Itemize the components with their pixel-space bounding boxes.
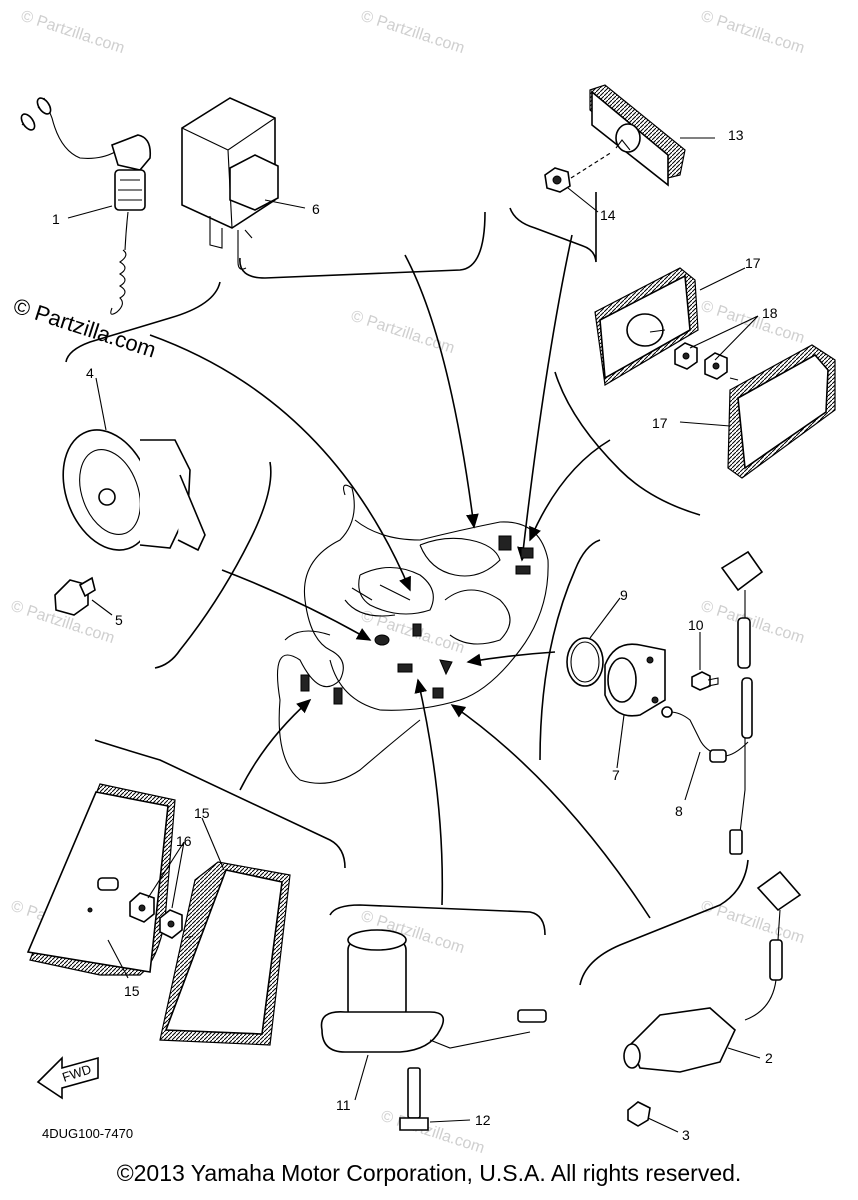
watermark: © Partzilla.com xyxy=(19,8,127,57)
callout-7: 7 xyxy=(612,767,620,783)
reflector-mount-mark xyxy=(300,674,310,692)
pointer-arrows xyxy=(149,234,651,919)
callout-1: 1 xyxy=(52,211,60,227)
horn-mount-mark xyxy=(374,634,390,646)
connector-mark xyxy=(498,535,512,551)
callout-2: 2 xyxy=(765,1050,773,1066)
part-18-nuts[interactable] xyxy=(674,342,728,380)
callout-9: 9 xyxy=(620,587,628,603)
callout-5: 5 xyxy=(115,612,123,628)
part-5-bolt[interactable] xyxy=(54,576,96,616)
group-brackets xyxy=(65,192,749,986)
part-15-reflector-right[interactable] xyxy=(159,861,291,1046)
callout-3: 3 xyxy=(682,1127,690,1143)
part-2-switch[interactable] xyxy=(623,870,802,1073)
part-11-fuel-sender[interactable] xyxy=(320,929,547,1053)
watermark: © Partzilla.com xyxy=(699,598,807,647)
part-4-horn[interactable] xyxy=(47,417,206,562)
callout-15a: 15 xyxy=(194,805,210,821)
callout-15b: 15 xyxy=(124,983,140,999)
part-10-screw[interactable] xyxy=(691,671,719,691)
callout-14: 14 xyxy=(600,207,616,223)
connector-mark xyxy=(515,565,531,575)
callout-labels: 1 6 13 14 17 18 17 4 5 9 10 7 8 15 16 15… xyxy=(52,127,778,1143)
callout-6: 6 xyxy=(312,201,320,217)
callout-10: 10 xyxy=(688,617,704,633)
callout-12: 12 xyxy=(475,1112,491,1128)
callout-11: 11 xyxy=(336,1097,351,1113)
watermark: © Partzilla.com xyxy=(699,898,807,947)
part-15-reflector-left[interactable] xyxy=(26,783,176,976)
part-17-reflector-lower[interactable] xyxy=(727,344,836,479)
part-7-neutral-sensor[interactable] xyxy=(604,643,666,717)
callout-8: 8 xyxy=(675,803,683,819)
part-13-reflector[interactable] xyxy=(589,84,686,187)
watermark: © Partzilla.com xyxy=(359,8,467,57)
connector-mark xyxy=(520,547,534,559)
connector-mark xyxy=(439,659,453,676)
callout-16: 16 xyxy=(176,833,192,849)
relay-mount-mark xyxy=(412,623,422,637)
callout-13: 13 xyxy=(728,127,744,143)
vehicle-frame-sketch xyxy=(276,484,549,784)
part-8-lead-harness[interactable] xyxy=(661,550,764,855)
watermark: © Partzilla.com xyxy=(699,298,807,347)
watermark: © Partzilla.com xyxy=(379,1108,487,1157)
part-16-nuts[interactable] xyxy=(129,892,183,939)
reflector-mount-mark xyxy=(333,687,343,705)
callout-18: 18 xyxy=(762,305,778,321)
callout-17b: 17 xyxy=(652,415,668,431)
part-17-reflector-upper[interactable] xyxy=(594,267,699,386)
part-12-bolt[interactable] xyxy=(399,1067,429,1131)
part-14-nut[interactable] xyxy=(544,151,613,193)
callout-4: 4 xyxy=(86,365,94,381)
part-3-screw[interactable] xyxy=(627,1101,651,1127)
part-1-brake-switch[interactable] xyxy=(19,96,152,315)
watermark: © Partzilla.com xyxy=(699,8,807,57)
callout-17a: 17 xyxy=(745,255,761,271)
drawing-code: 4DUG100-7470 xyxy=(42,1126,133,1141)
part-6-relay[interactable] xyxy=(181,97,279,270)
connector-mark xyxy=(432,687,444,699)
part-9-o-ring[interactable] xyxy=(566,637,604,687)
leader-lines xyxy=(67,137,761,1133)
fwd-arrow: FWD xyxy=(36,1056,99,1100)
copyright-notice: ©2013 Yamaha Motor Corporation, U.S.A. A… xyxy=(116,1160,742,1186)
sensor-mark xyxy=(397,663,413,673)
